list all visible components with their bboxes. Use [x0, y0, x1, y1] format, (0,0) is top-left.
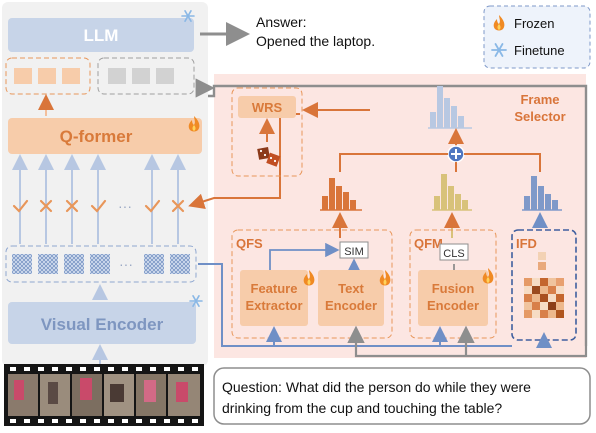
qfs-histogram — [322, 178, 356, 210]
flame-icon — [303, 270, 315, 286]
qfm-group — [409, 229, 497, 339]
qformer-label: Q-former — [60, 127, 133, 146]
fusion-encoder-box — [418, 270, 488, 326]
legend-box — [483, 5, 591, 69]
ellipsis: ··· — [118, 198, 132, 214]
frame-selector-title-line2: Selector — [514, 109, 565, 124]
visual-feature-line — [198, 263, 512, 347]
backbone-panel — [2, 2, 208, 366]
legend-finetune: Finetune — [514, 43, 565, 58]
ellipsis: ··· — [119, 256, 133, 272]
answer-line1: Answer: — [256, 14, 307, 30]
snowflake-icon — [491, 43, 507, 57]
ifd-label: IFD — [516, 236, 537, 251]
cls-box — [439, 243, 469, 261]
query-tokens-gray — [97, 57, 195, 95]
fusion-encoder-line2: Encoder — [427, 298, 479, 313]
text-encoder-box — [318, 270, 384, 326]
flame-icon — [493, 15, 505, 31]
qfm-label: QFM — [414, 236, 443, 251]
visual-tokens — [5, 245, 197, 283]
sim-label: SIM — [344, 246, 364, 258]
sim-box — [339, 241, 369, 259]
flame-icon — [482, 268, 494, 284]
feature-up-arrows — [12, 154, 186, 244]
llm-box — [8, 18, 194, 52]
flame-icon — [379, 270, 391, 286]
combined-histogram — [430, 86, 464, 128]
question-line1: Question: What did the person do while t… — [222, 379, 531, 395]
dice-icon — [257, 147, 281, 167]
qformer-box — [8, 118, 202, 154]
llm-label: LLM — [84, 26, 119, 45]
qfs-label: QFS — [236, 236, 263, 251]
snowflake-icon — [181, 10, 195, 22]
selection-marks — [12, 199, 185, 213]
text-encoder-line2: Encoder — [325, 298, 377, 313]
fusion-encoder-line1: Fusion — [432, 281, 475, 296]
query-tokens-orange — [5, 57, 91, 95]
ifd-histogram — [524, 176, 558, 210]
ifd-heatmap — [524, 252, 564, 318]
snowflake-icon — [189, 295, 203, 307]
text-encoder-line1: Text — [338, 281, 364, 296]
question-box — [213, 367, 591, 425]
flame-icon — [188, 116, 200, 132]
qfs-group — [231, 229, 393, 339]
feature-extractor-box — [240, 270, 308, 326]
visual-encoder-label: Visual Encoder — [41, 315, 164, 334]
video-frames — [4, 364, 204, 426]
wrs-label: WRS — [252, 100, 283, 115]
qfm-histogram — [434, 174, 468, 210]
feature-extractor-line2: Extractor — [245, 298, 302, 313]
legend-frozen: Frozen — [514, 16, 554, 31]
question-line2: drinking from the cup and touching the t… — [222, 400, 502, 416]
feature-extractor-line1: Feature — [251, 281, 298, 296]
frame-selector-title-line1: Frame — [520, 92, 559, 107]
wrs-box — [238, 96, 296, 118]
visual-encoder-box — [8, 302, 196, 344]
answer-line2: Opened the laptop. — [256, 33, 375, 49]
cls-label: CLS — [443, 248, 464, 260]
wrs-group — [231, 87, 303, 177]
